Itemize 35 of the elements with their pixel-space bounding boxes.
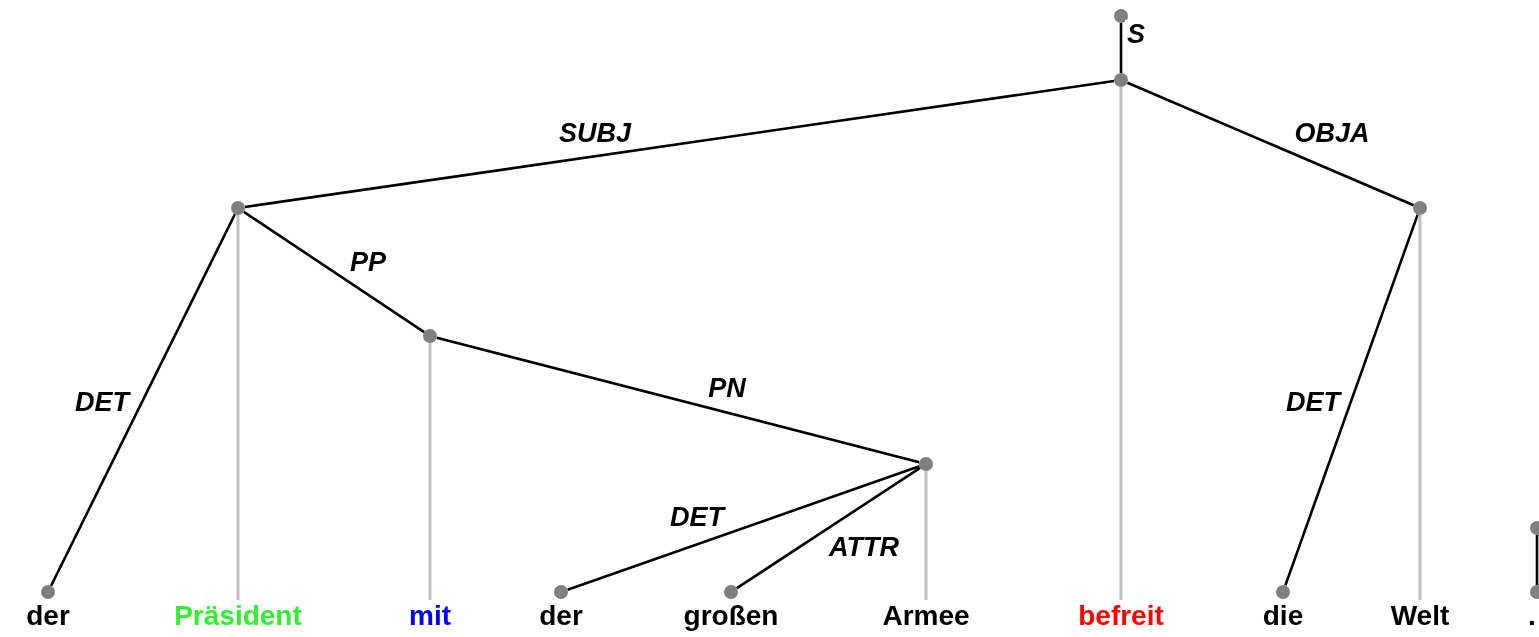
word: die (1262, 600, 1304, 632)
word: Präsident (174, 600, 302, 632)
dependency-line (436, 336, 920, 464)
projection-line (1119, 87, 1123, 600)
word: Welt (1390, 600, 1450, 632)
dependency-line (244, 79, 1115, 209)
dependency-line (1535, 535, 1539, 585)
tree-node-dot (724, 585, 738, 599)
word: . (1528, 600, 1536, 632)
tree-node-dot (41, 585, 55, 599)
tree-node-dot (1413, 201, 1427, 215)
dependency-line (567, 465, 920, 591)
tree-node-dot (231, 201, 245, 215)
tree-node-dot (1276, 585, 1290, 599)
projection-line (236, 215, 240, 600)
tree-node-dot (919, 457, 933, 471)
word: befreit (1078, 600, 1164, 632)
word: der (26, 600, 70, 632)
tree-node-dot (1114, 73, 1128, 87)
word: mit (409, 600, 451, 632)
projection-line (924, 471, 928, 600)
dependency-line (243, 210, 425, 334)
tree-node-dot (423, 329, 437, 343)
projection-line (428, 343, 432, 600)
dependency-line (1284, 214, 1419, 586)
dependency-line (736, 466, 921, 590)
word: der (539, 600, 583, 632)
tree-node-dot (554, 585, 568, 599)
dependency-line (1119, 23, 1123, 73)
dependency-line (49, 213, 237, 587)
word: Armee (882, 600, 970, 632)
projection-line (1418, 215, 1422, 600)
word: großen (683, 600, 779, 632)
tree-node-dot (1114, 9, 1128, 23)
dependency-line (1126, 81, 1415, 207)
